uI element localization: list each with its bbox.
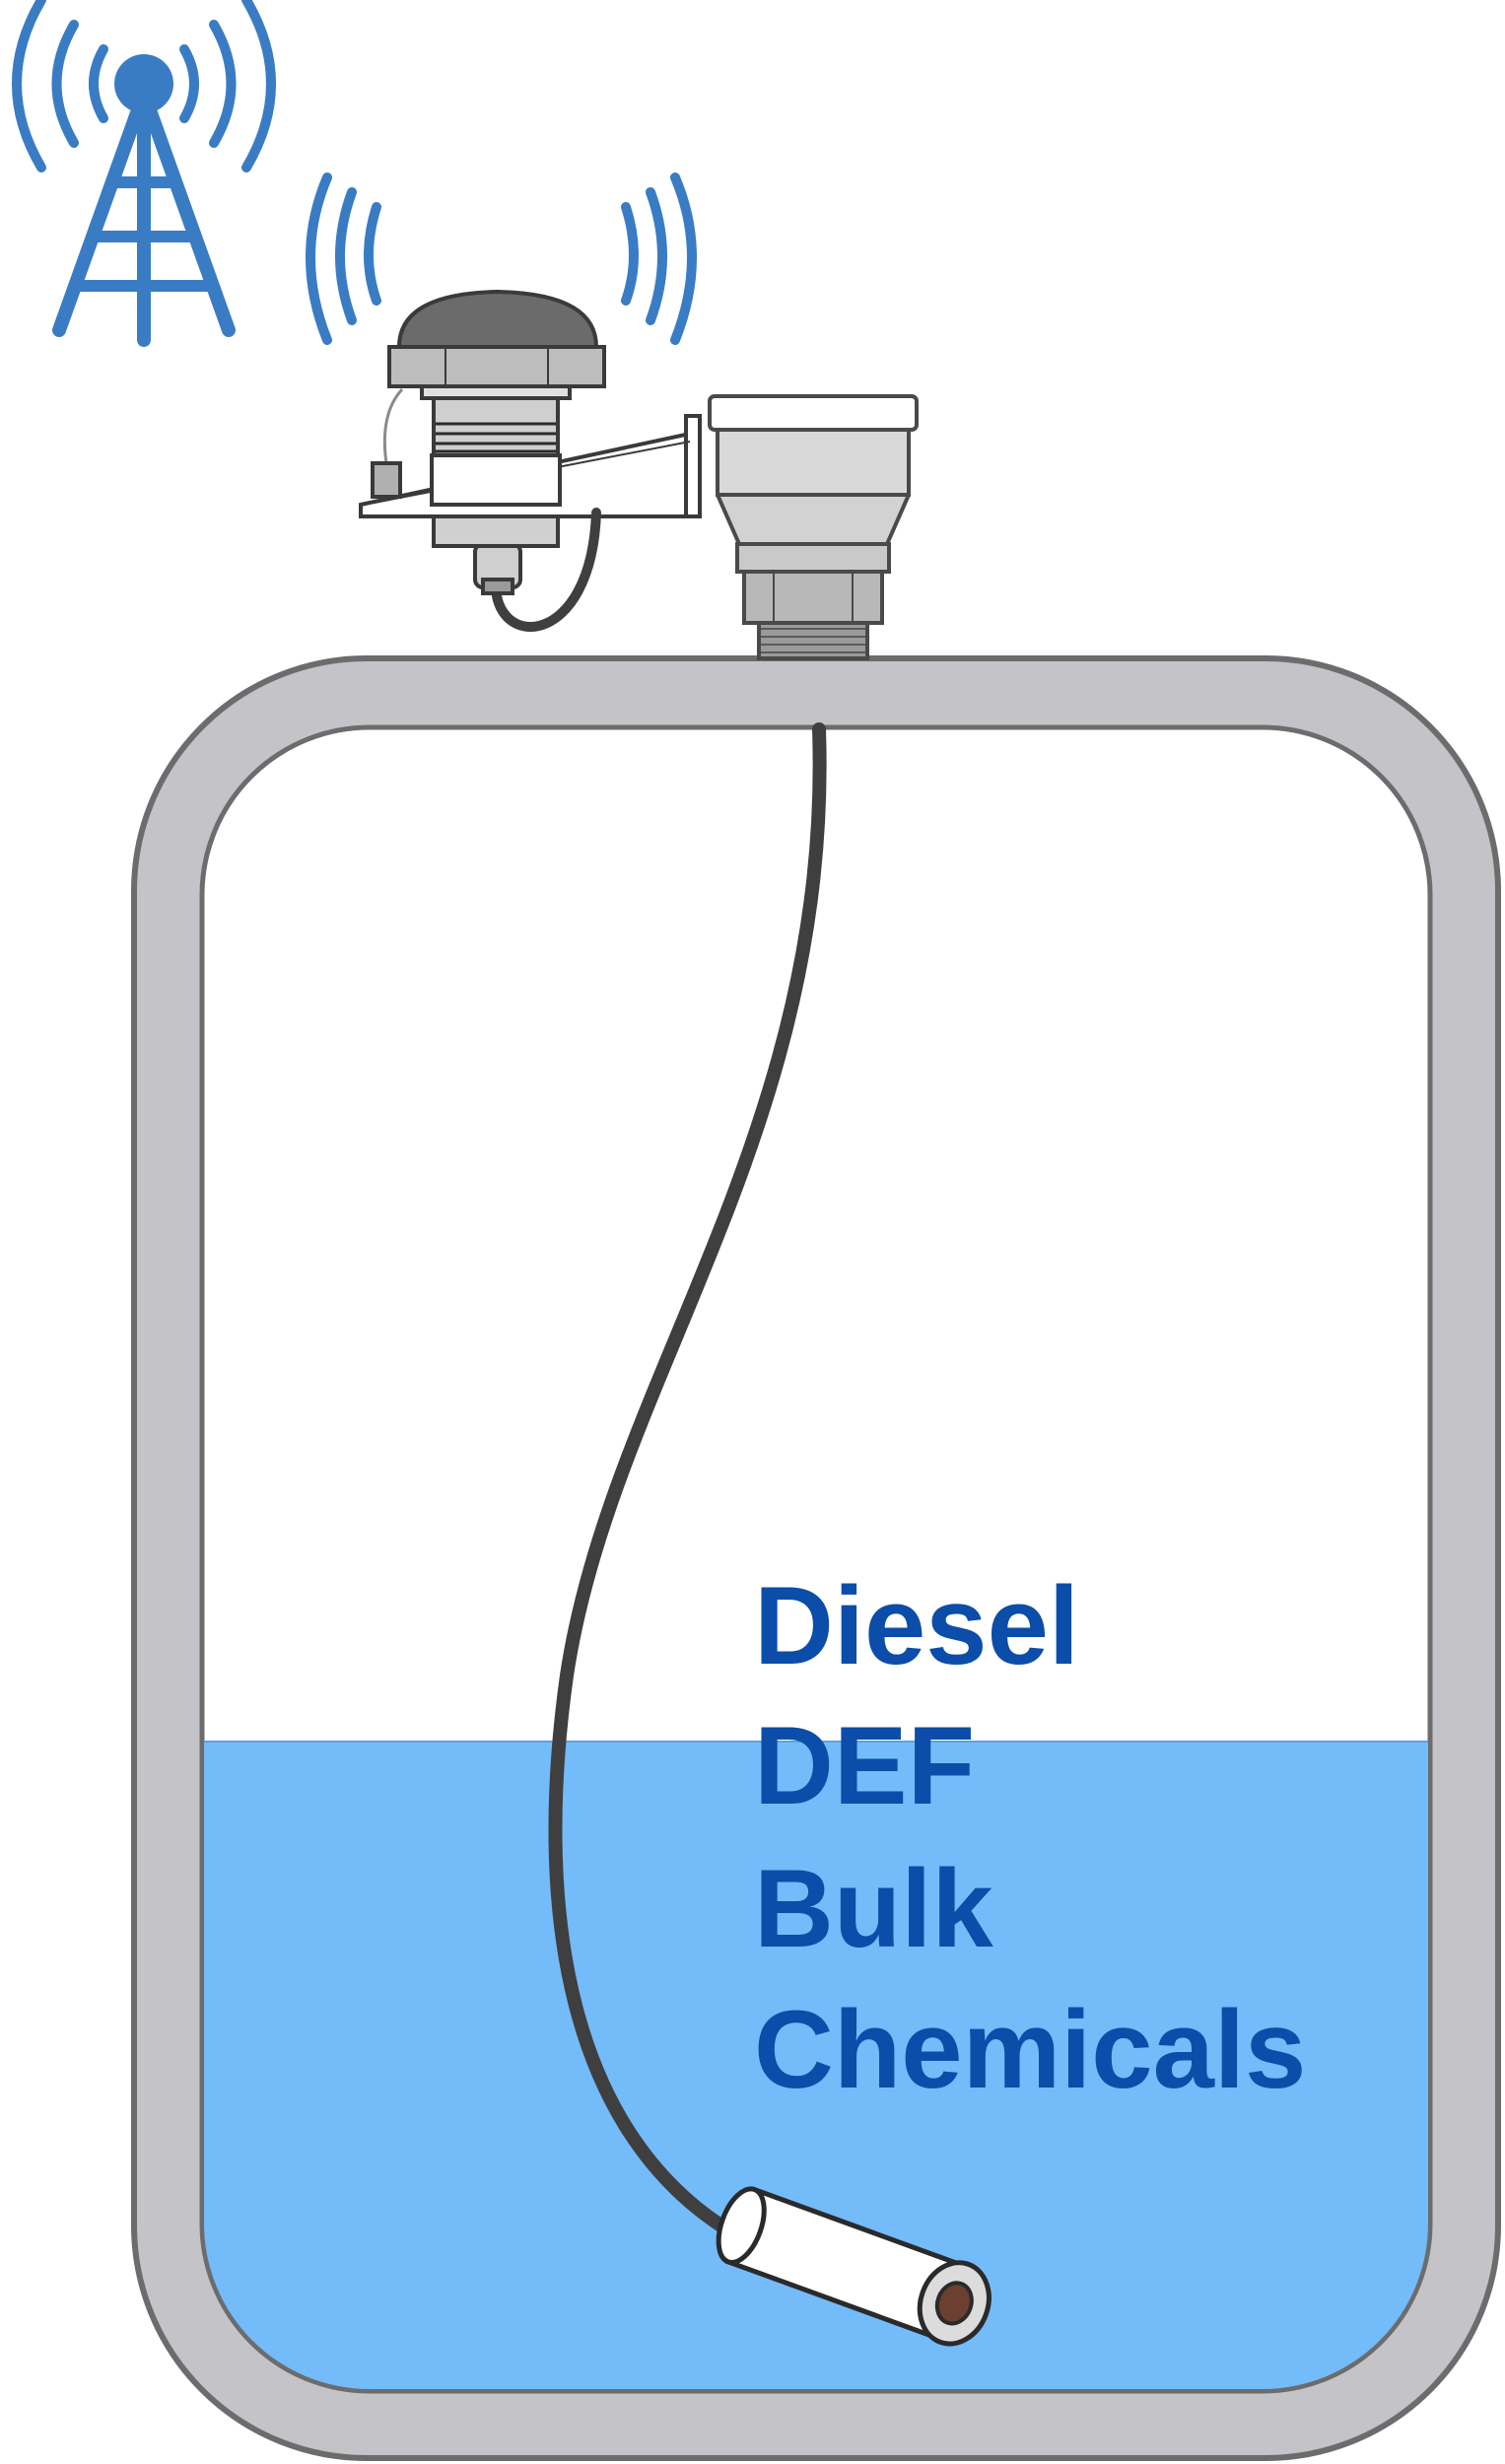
liquid-label-def: DEF <box>754 1704 975 1827</box>
antenna-gateway <box>359 289 702 632</box>
submersible-probe <box>716 2186 992 2347</box>
radio-tower-icon <box>12 0 276 347</box>
liquid-label-diesel: Diesel <box>754 1564 1079 1687</box>
liquid-label-chemicals: Chemicals <box>754 1988 1306 2111</box>
probe-tip <box>934 2281 974 2326</box>
liquid-label-group: Diesel DEF Bulk Chemicals <box>754 1564 1306 2111</box>
level-sensor-housing <box>708 394 919 660</box>
wireless-signal-icon <box>306 172 697 345</box>
probe-cable <box>548 722 827 2249</box>
storage-tank <box>131 655 1501 2461</box>
liquid-label-bulk: Bulk <box>754 1847 993 1970</box>
tower-beacon <box>114 54 173 113</box>
